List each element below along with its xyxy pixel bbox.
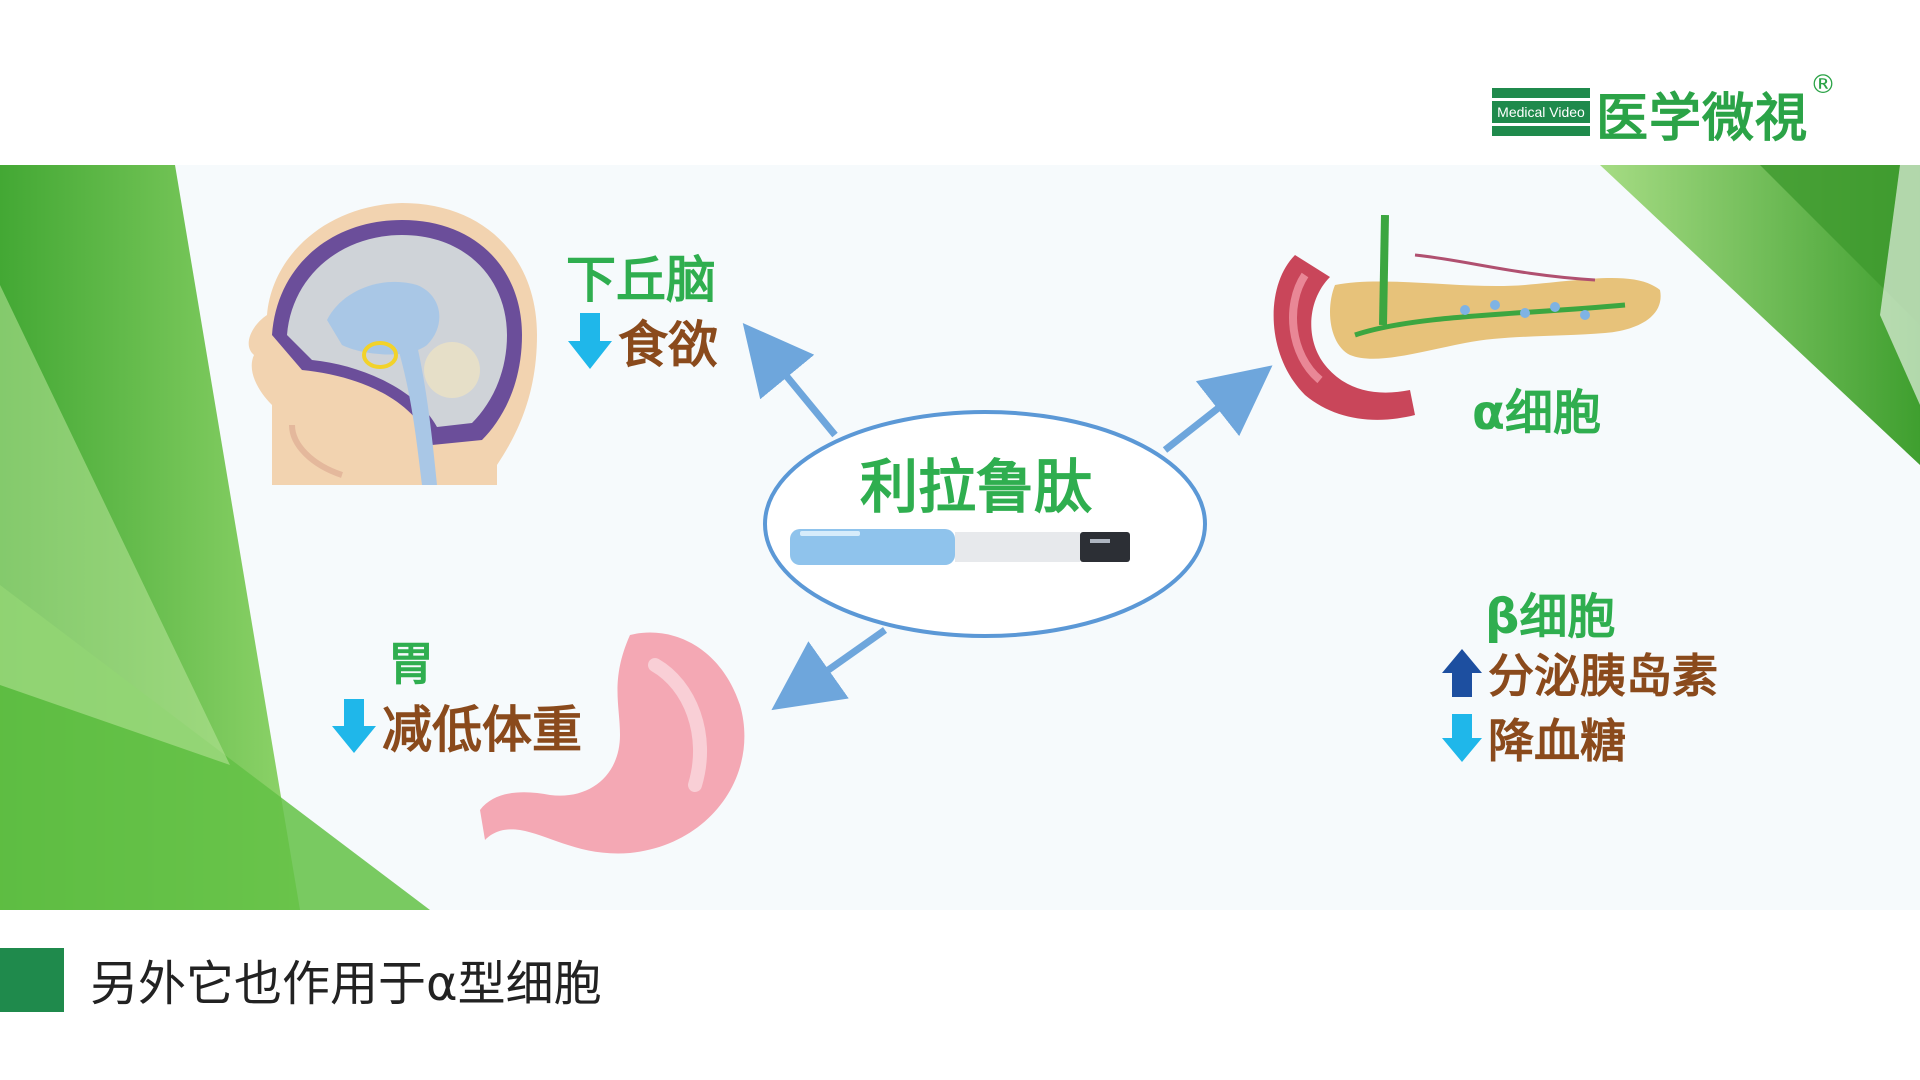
logo-badge: Medical Video (1492, 88, 1590, 136)
appetite-label: 食欲 (618, 316, 718, 374)
weight-label: 减低体重 (382, 701, 582, 759)
insulin-row: 分泌胰岛素 (1442, 640, 1718, 706)
weight-row: 减低体重 (332, 690, 582, 762)
diagram-stage: 利拉鲁肽 下丘脑 食欲 α细胞 β细胞 分泌胰岛素 降血糖 胃 减低体重 (0, 165, 1920, 910)
registered-mark: ® (1810, 70, 1836, 100)
drug-ellipse (763, 410, 1207, 638)
connector-arrows (742, 322, 1273, 711)
arrow-down-icon (332, 699, 376, 753)
hypothalamus-label: 下丘脑 (566, 251, 716, 309)
appetite-row: 食欲 (568, 305, 718, 377)
arrow-up-icon (1442, 649, 1482, 697)
drug-name: 利拉鲁肽 (860, 453, 1093, 521)
caption-bar (0, 948, 64, 1012)
glucose-row: 降血糖 (1442, 705, 1626, 771)
stomach-label: 胃 (388, 637, 434, 691)
logo-chinese-text: 医学微視 (1596, 89, 1809, 149)
insulin-label: 分泌胰岛素 (1488, 649, 1718, 703)
glucose-label: 降血糖 (1488, 714, 1626, 768)
alpha-cell-label: α细胞 (1472, 385, 1601, 441)
brand-logo: Medical Video 医学微視 ® (1492, 70, 1842, 150)
brain-head-illustration (248, 203, 537, 485)
arrow-down-icon (1442, 714, 1482, 762)
arrow-to-pancreas (1162, 365, 1273, 453)
logo-english-text: Medical Video (1497, 104, 1585, 120)
beta-cell-label: β细胞 (1485, 589, 1616, 645)
background-decoration (0, 165, 1920, 910)
arrow-to-brain (742, 322, 838, 438)
arrow-down-icon (568, 313, 612, 369)
pancreas-illustration (1273, 215, 1661, 420)
subtitle-caption: 另外它也作用于α型细胞 (90, 956, 602, 1012)
stomach-illustration (480, 632, 745, 854)
arrow-to-stomach (771, 627, 888, 711)
